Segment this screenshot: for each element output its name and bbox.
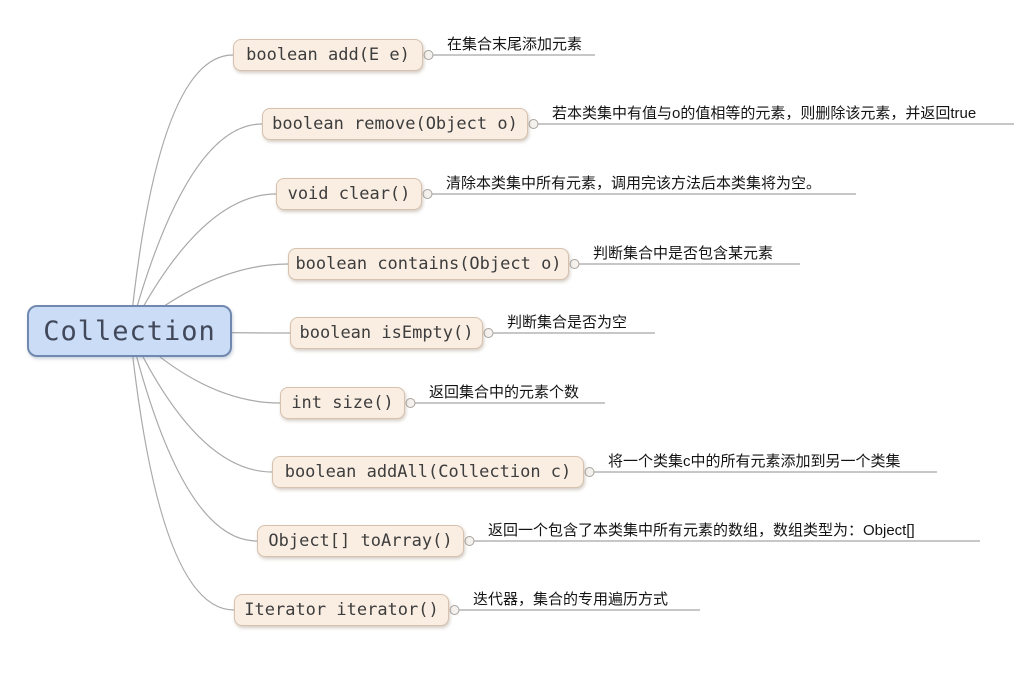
- note-anchor-icon[interactable]: [464, 536, 475, 546]
- note-label: 返回一个包含了本类集中所有元素的数组，数组类型为：Object[]: [488, 522, 915, 539]
- note-anchor-icon[interactable]: [584, 467, 595, 477]
- method-topic-addAll[interactable]: boolean addAll(Collection c): [272, 456, 584, 488]
- note-label: 判断集合是否为空: [507, 314, 628, 331]
- note-anchor-icon[interactable]: [449, 605, 460, 615]
- note-label: 若本类集中有值与o的值相等的元素，则删除该元素，并返回true: [552, 105, 977, 122]
- method-topic-clear[interactable]: void clear(): [276, 178, 422, 210]
- method-topic-size[interactable]: int size(): [280, 387, 405, 419]
- method-topic-add[interactable]: boolean add(E e): [233, 39, 423, 71]
- note-label: 清除本类集中所有元素，调用完该方法后本类集将为空。: [446, 175, 822, 192]
- note-label: 将一个类集c中的所有元素添加到另一个类集: [608, 453, 901, 470]
- method-topic-iterator[interactable]: Iterator iterator(): [234, 594, 449, 626]
- branch-curve: [129, 54, 234, 332]
- method-topic-remove[interactable]: boolean remove(Object o): [262, 108, 528, 140]
- branch-curve: [129, 330, 235, 611]
- method-topic-contains[interactable]: boolean contains(Object o): [288, 248, 569, 280]
- method-topic-toArray[interactable]: Object[] toArray(): [257, 525, 464, 557]
- note-label: 迭代器，集合的专用遍历方式: [473, 591, 669, 608]
- note-anchor-icon[interactable]: [405, 398, 416, 408]
- root-topic-collection[interactable]: Collection: [27, 305, 232, 357]
- branch-curve: [129, 330, 273, 473]
- branch-curve: [129, 123, 263, 332]
- note-label: 返回集合中的元素个数: [429, 384, 580, 401]
- note-anchor-icon[interactable]: [483, 328, 494, 338]
- branch-curve: [129, 193, 277, 332]
- note-label: 在集合末尾添加元素: [447, 36, 583, 53]
- note-anchor-icon[interactable]: [423, 50, 434, 60]
- note-anchor-icon[interactable]: [569, 259, 580, 269]
- branch-curve: [129, 330, 258, 542]
- note-anchor-icon[interactable]: [528, 119, 539, 129]
- note-anchor-icon[interactable]: [422, 189, 433, 199]
- note-label: 判断集合中是否包含某元素: [593, 245, 774, 262]
- method-topic-isEmpty[interactable]: boolean isEmpty(): [290, 317, 483, 349]
